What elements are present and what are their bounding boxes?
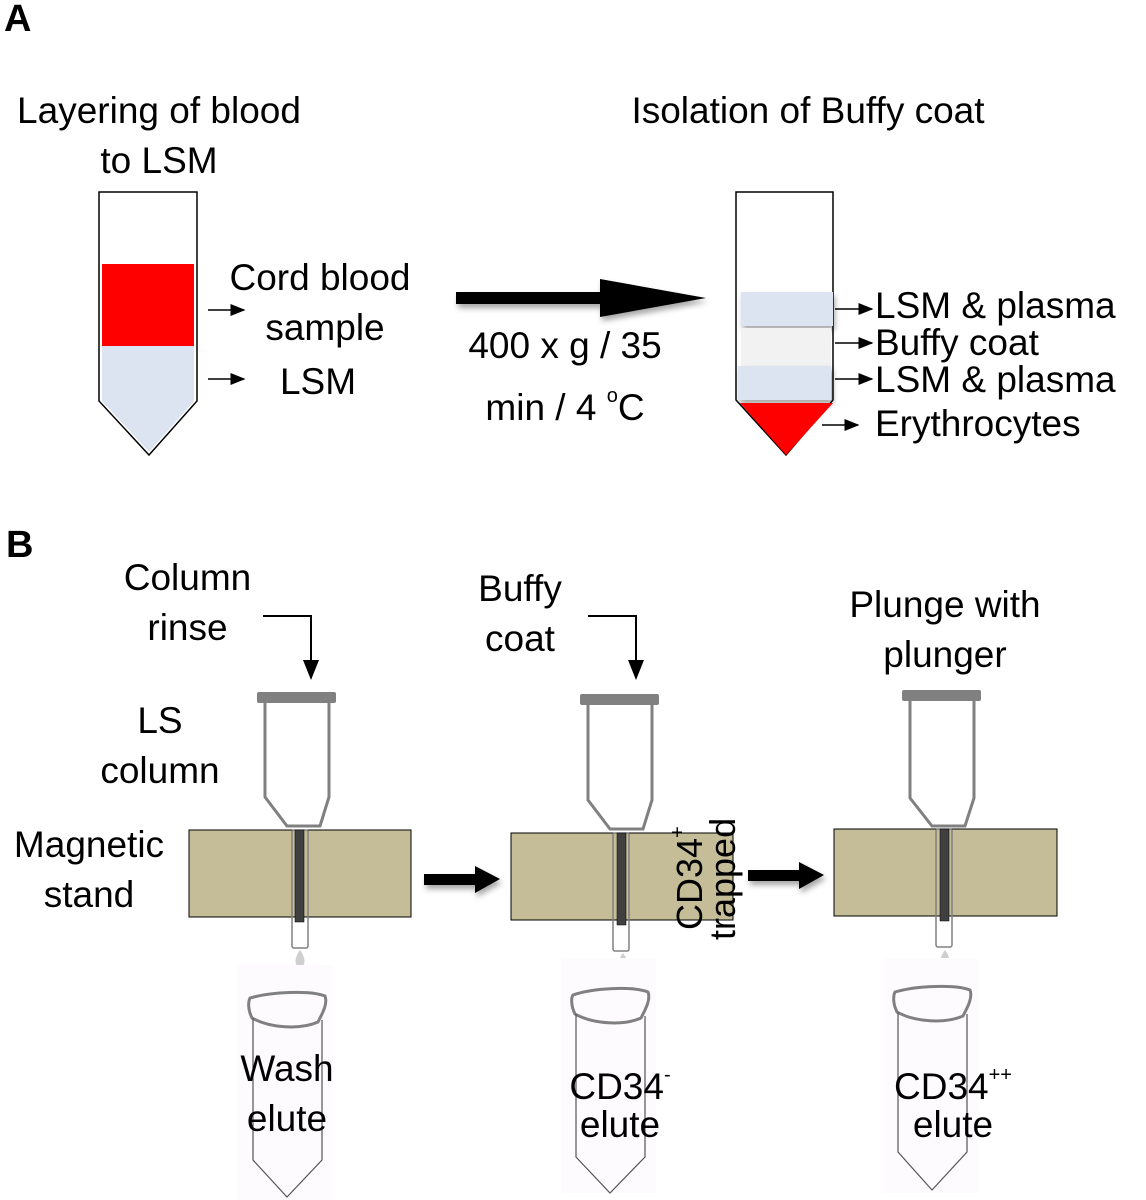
step3-title-line2: plunger (883, 634, 1007, 675)
trapped-label-line2: trapped (702, 817, 743, 940)
left-tube-title-line2: to LSM (100, 140, 218, 181)
tube-outline (98, 191, 198, 457)
collection-tube-rim (247, 990, 328, 1029)
cord-blood-label-line1: Cord blood (229, 257, 411, 298)
column-cap (257, 692, 336, 703)
right-tube (735, 191, 834, 457)
elute2-marker-sup: - (663, 1064, 671, 1086)
lsm-label: LSM (279, 361, 357, 402)
left-tube (98, 191, 198, 457)
collection-tube-body (252, 1018, 323, 1198)
trapped-marker-sup: + (667, 826, 689, 838)
collection-tube-bg (561, 958, 656, 1193)
step-arrow-1 (424, 866, 500, 893)
pour-arrow (588, 615, 644, 680)
stand-label-line1: Magnetic (13, 824, 165, 865)
step1-title-line1: Column (123, 557, 252, 598)
right-tube-title: Isolation of Buffy coat (631, 90, 985, 131)
column-body (263, 703, 331, 828)
stand-label-line2: stand (43, 874, 135, 915)
layer-label-buffy-coat: Buffy coat (875, 322, 1039, 363)
centrifuge-time-temp: min / 4 (485, 387, 607, 428)
elute3-line1: CD34++ (868, 1050, 1038, 1112)
degree-symbol: o (606, 385, 618, 407)
column-label-line1: LS (137, 700, 183, 741)
cord-blood-layer (102, 264, 194, 346)
erythrocytes-layer (740, 403, 833, 455)
magnet-bar (939, 828, 950, 922)
column-setup-2 (510, 615, 734, 1194)
collection-tube-body (897, 1012, 968, 1191)
panel-b-letter: B (6, 524, 34, 566)
celsius-unit: C (617, 387, 645, 428)
lower-lsm-plasma-layer (738, 366, 831, 400)
step1-title-line2: rinse (147, 607, 228, 648)
column-setup-1 (188, 615, 412, 1200)
elute3-marker: CD34 (894, 1066, 989, 1107)
collection-tube-rim (892, 984, 973, 1023)
step-arrow-2 (748, 862, 824, 889)
collection-tube-rim (570, 986, 651, 1025)
elute1-line2: elute (246, 1098, 328, 1139)
column-setup-3 (833, 690, 1058, 1193)
elute2-marker: CD34 (569, 1066, 664, 1107)
centrifuge-arrow (456, 279, 706, 317)
elute2-line2: elute (579, 1104, 661, 1145)
step2-title-line1: Buffy (478, 568, 562, 609)
centrifuge-condition-line2: min / 4 oC (440, 371, 690, 433)
step3-title-line1: Plunge with (849, 584, 1041, 625)
centrifuge-condition-line1: 400 x g / 35 (468, 325, 662, 366)
pour-arrow (263, 615, 319, 680)
elute3-marker-sup: ++ (988, 1064, 1012, 1086)
upper-lsm-plasma-layer (741, 292, 833, 326)
elute3-line2: elute (912, 1104, 994, 1145)
cord-blood-label-line2: sample (265, 307, 385, 348)
step2-title-line2: coat (485, 618, 555, 659)
layer-label-lsm-plasma-upper: LSM & plasma (875, 285, 1116, 326)
elute2-line1: CD34- (540, 1050, 700, 1112)
lsm-layer (102, 346, 194, 452)
column-body (586, 705, 654, 831)
left-tube-title-line1: Layering of blood (17, 90, 301, 131)
column-label-line2: column (100, 750, 220, 791)
column-body (908, 701, 976, 828)
collection-tube-body (575, 1014, 646, 1194)
elute1-line1: Wash (240, 1048, 334, 1089)
buffy-coat-layer (741, 328, 831, 366)
panel-a-letter: A (4, 0, 32, 40)
collection-tube-bg (883, 958, 978, 1193)
column-cap (902, 690, 981, 701)
magnet-bar (294, 829, 305, 923)
layer-label-lsm-plasma-lower: LSM & plasma (875, 359, 1116, 400)
column-cap (580, 694, 659, 705)
magnet-bar (616, 832, 627, 926)
layer-label-erythrocytes: Erythrocytes (875, 403, 1081, 444)
